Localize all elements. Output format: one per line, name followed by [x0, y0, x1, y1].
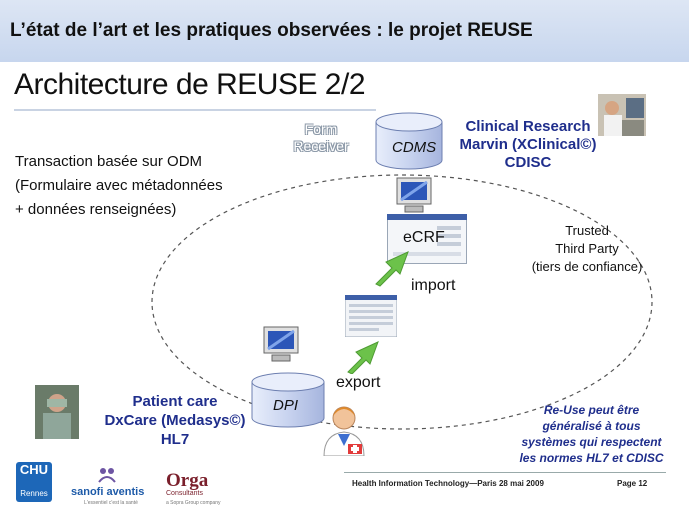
ecrf-form-lines: [387, 214, 467, 256]
clinical-line: CDISC: [504, 154, 552, 171]
surgeon-photo: [35, 385, 79, 439]
chu-logo-subtext: Rennes: [20, 489, 48, 498]
transaction-line: Transaction basée sur ODM: [15, 153, 203, 170]
orga-logo: Orga: [166, 470, 209, 491]
form-receiver-line: Receiver: [293, 138, 349, 154]
trusted-third-party-label: Trusted Third Party (tiers de confiance): [512, 222, 662, 276]
orga-logo-subtext: Consultants: [166, 490, 203, 497]
page-number: Page 12: [617, 479, 648, 488]
patient-line: HL7: [160, 431, 190, 448]
reuse-line: généralisé à tous: [542, 419, 641, 433]
import-arrow-icon: [375, 251, 409, 287]
trusted-line: (tiers de confiance): [531, 259, 643, 274]
dpi-database-icon: [251, 372, 325, 428]
dpi-label: DPI: [273, 397, 299, 414]
clinical-line: Marvin (XClinical©): [459, 136, 597, 153]
title-divider: [14, 109, 376, 111]
computer-icon: [396, 177, 432, 213]
researcher-photo: [598, 94, 646, 136]
export-form-screenshot: [345, 295, 397, 337]
orga-tagline: a Sopra Group company: [166, 500, 221, 506]
cdms-database-icon: [375, 112, 443, 170]
clinical-research-label: Clinical Research Marvin (XClinical©) CD…: [448, 118, 608, 172]
ecrf-label: eCRF: [403, 229, 445, 246]
slide-title: Architecture de REUSE 2/2: [14, 68, 366, 101]
transaction-description: Transaction basée sur ODM (Formulaire av…: [15, 150, 223, 222]
import-label: import: [411, 277, 456, 294]
doctor-avatar-icon: [323, 406, 365, 456]
page-title: L’état de l’art et les pratiques observé…: [10, 20, 533, 41]
reuse-line: systèmes qui respectent: [521, 435, 662, 449]
patient-line: DxCare (Medasys©): [104, 412, 246, 429]
chu-logo-text: CHU: [19, 462, 49, 477]
cdms-label: CDMS: [392, 139, 437, 156]
computer-icon: [263, 326, 299, 362]
patient-care-label: Patient care DxCare (Medasys©) HL7: [90, 392, 260, 449]
form-receiver-label: Form Receiver: [286, 121, 356, 155]
export-arrow-icon: [347, 341, 379, 374]
sanofi-logo: sanofi aventis: [71, 486, 145, 498]
reuse-line: Re-Use peut être: [543, 403, 640, 417]
sanofi-tagline: L'essentiel c'est la santé: [84, 500, 138, 506]
transaction-line: (Formulaire avec métadonnées: [15, 177, 223, 194]
trusted-line: Trusted: [565, 223, 609, 238]
reuse-note: Re-Use peut être généralisé à tous systè…: [504, 402, 679, 466]
trusted-line: Third Party: [555, 241, 619, 256]
sanofi-logo-icon: [98, 468, 116, 483]
chu-logo: [16, 462, 52, 502]
header-band: [0, 0, 689, 62]
export-label: export: [336, 374, 381, 391]
footer-text: Health Information Technology—Paris 28 m…: [352, 479, 544, 488]
footer-divider: [344, 472, 666, 473]
reuse-line: les normes HL7 et CDISC: [519, 451, 664, 465]
clinical-line: Clinical Research: [465, 118, 591, 135]
transaction-line: + données renseignées): [15, 201, 177, 218]
form-receiver-line: Form: [304, 121, 338, 137]
patient-line: Patient care: [132, 393, 218, 410]
